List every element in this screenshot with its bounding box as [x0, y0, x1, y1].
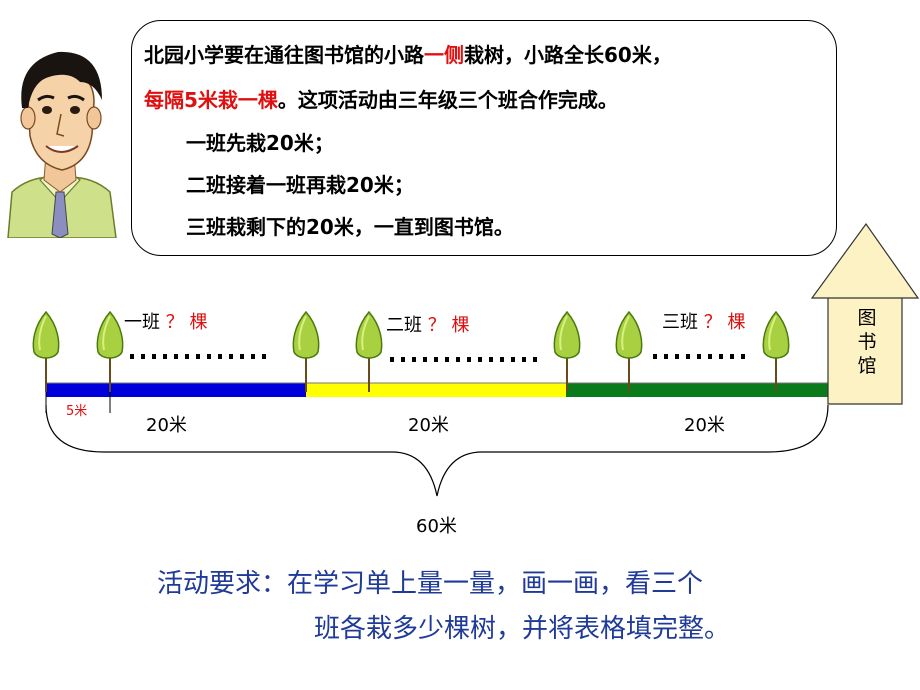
library-building: [810, 222, 920, 405]
segment-class-1: [46, 383, 306, 397]
length-class-2: 20米: [408, 415, 449, 436]
segment-class-3: [566, 383, 828, 397]
speech-bubble: 北园小学要在通往图书馆的小路一侧栽树，小路全长60米， 每隔5米栽一棵。这项活动…: [131, 20, 837, 256]
tree: [355, 311, 383, 393]
label-class-1: 一班 ？ 棵: [124, 312, 208, 333]
length-class-1: 20米: [146, 415, 187, 436]
tree: [762, 311, 790, 393]
task-line-2: 班各栽多少棵树，并将表格填完整。: [314, 614, 731, 644]
length-5m: 5米: [66, 404, 88, 419]
dots-class-2: [390, 357, 537, 362]
problem-line-2: 每隔5米栽一棵。这项活动由三年级三个班合作完成。: [144, 88, 618, 112]
tree: [292, 311, 320, 393]
tree: [32, 311, 60, 393]
segment-class-2: [306, 383, 566, 397]
length-total: 60米: [416, 516, 457, 537]
problem-line-4: 二班接着一班再栽20米；: [186, 173, 414, 197]
task-line-1: 活动要求：在学习单上量一量，画一画，看三个: [157, 569, 704, 599]
teacher-avatar: [7, 51, 117, 238]
tree: [615, 311, 643, 393]
problem-line-1: 北园小学要在通往图书馆的小路一侧栽树，小路全长60米，: [144, 43, 672, 67]
total-brace: [45, 404, 829, 497]
label-class-2: 二班 ？ 棵: [386, 315, 470, 336]
dots-class-3: [653, 354, 745, 359]
tree: [553, 311, 581, 393]
library-label: 图 书 馆: [857, 307, 877, 377]
tree: [96, 311, 124, 393]
problem-line-5: 三班栽剩下的20米，一直到图书馆。: [186, 215, 514, 239]
length-class-3: 20米: [684, 415, 725, 436]
dots-class-1: [130, 354, 266, 359]
problem-line-3: 一班先栽20米；: [186, 131, 334, 155]
label-class-3: 三班 ？ 棵: [662, 312, 746, 333]
